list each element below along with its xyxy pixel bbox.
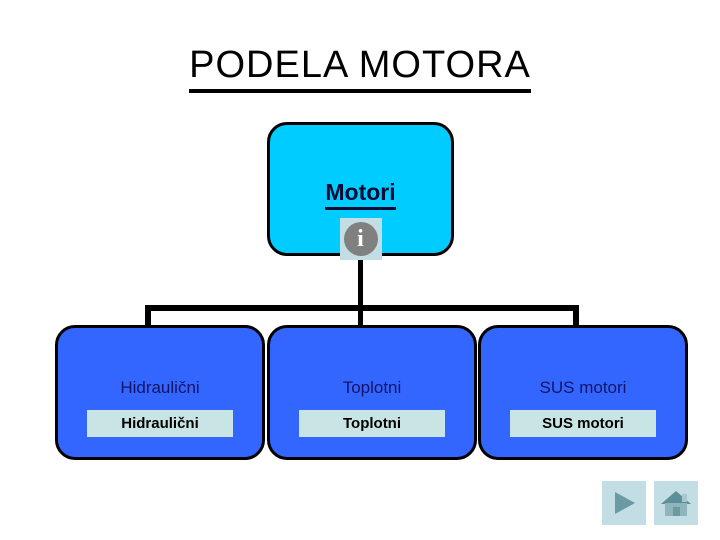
node-root-label-text: Motori — [325, 179, 396, 210]
info-icon[interactable]: i — [339, 218, 382, 260]
node-child-sus-motori[interactable]: SUS motori SUS motori — [478, 325, 688, 460]
node-root-label: Motori — [270, 179, 451, 210]
node-child-toplotni[interactable]: Toplotni Toplotni — [267, 325, 477, 460]
home-button[interactable] — [654, 481, 698, 525]
node-child-hidraulicni[interactable]: Hidraulični Hidraulični — [55, 325, 265, 460]
node-root-motori[interactable]: Motori i — [267, 122, 454, 260]
node-child-chip[interactable]: SUS motori — [510, 410, 656, 437]
home-icon — [661, 491, 691, 516]
connector-drop-left — [145, 305, 151, 325]
node-child-chip[interactable]: Hidraulični — [87, 410, 233, 437]
page-title: PODELA MOTORA — [0, 44, 720, 93]
node-child-label: SUS motori — [539, 378, 627, 397]
page-title-text: PODELA MOTORA — [189, 44, 531, 93]
info-icon-letter: i — [343, 222, 378, 256]
connector-trunk — [358, 254, 363, 308]
play-triangle-icon — [615, 492, 635, 514]
connector-drop-middle — [358, 305, 363, 325]
node-child-label: Toplotni — [342, 378, 402, 397]
node-child-label: Hidraulični — [120, 378, 200, 397]
connector-drop-right — [573, 305, 579, 325]
node-child-chip[interactable]: Toplotni — [299, 410, 445, 437]
next-slide-button[interactable] — [602, 481, 646, 525]
